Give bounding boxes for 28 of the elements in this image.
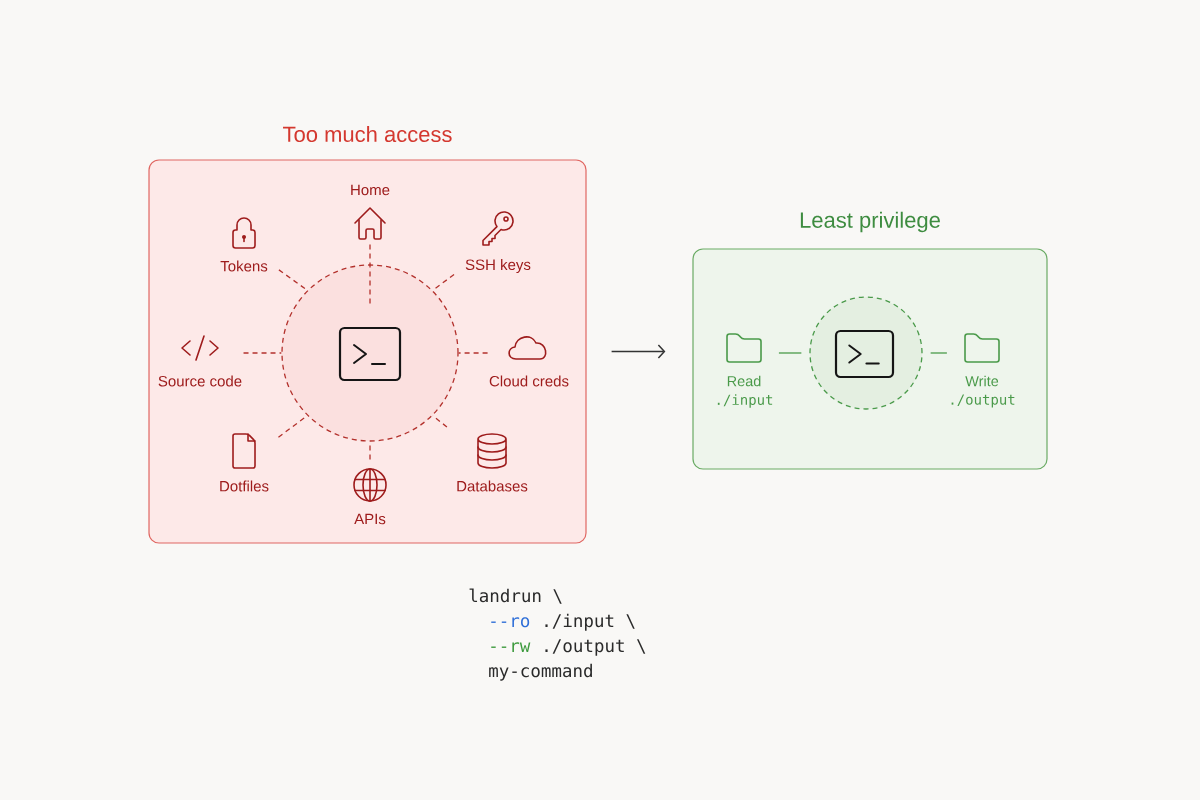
path-label: ./output — [951, 394, 1015, 408]
code-text: landrun \ — [469, 588, 562, 604]
dashed-line — [242, 352, 282, 354]
code-text: ./output \ — [545, 639, 646, 656]
dashed-line — [432, 273, 455, 291]
dashed-line — [369, 243, 371, 305]
item-label: Source code — [158, 375, 242, 387]
dashed-line — [458, 352, 489, 354]
arrow — [610, 344, 666, 359]
item-label: APIs — [354, 513, 386, 525]
item-label: SSH keys — [465, 259, 531, 273]
item-label: Cloud creds — [489, 375, 569, 387]
item-label: Dotfiles — [220, 480, 269, 492]
connector-line — [930, 352, 948, 354]
item-label: Write — [965, 375, 999, 387]
panel-title: Least privilege — [800, 211, 940, 233]
dashed-line — [278, 269, 308, 291]
item-label: Tokens — [220, 260, 268, 272]
code-text: my-command — [489, 663, 592, 681]
panel-title: Too much access — [283, 125, 452, 143]
code-text: --rw — [491, 642, 531, 652]
code-text: --ro — [491, 617, 530, 628]
item-label: Read — [727, 375, 761, 387]
item-label: Home — [351, 184, 390, 196]
path-label: ./input — [717, 394, 773, 408]
connector-line — [778, 352, 802, 354]
item-label: Databases — [457, 480, 528, 492]
code-text: ./input \ — [545, 613, 635, 631]
